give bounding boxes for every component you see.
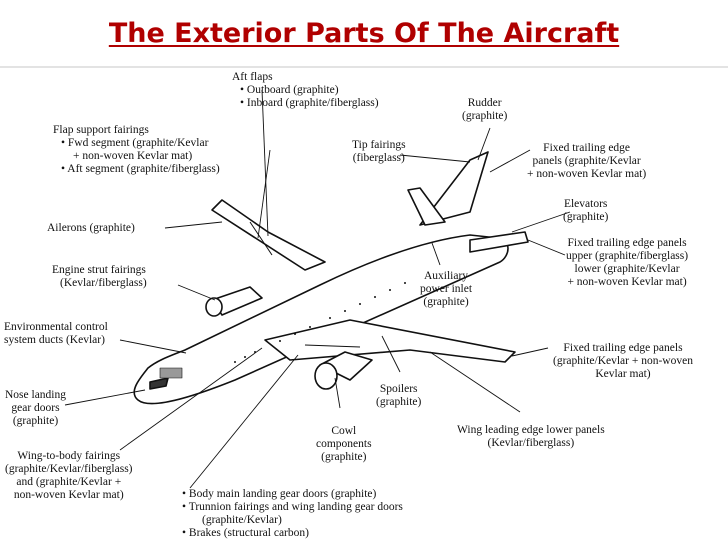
label-fixed-trailing-edge-top: Fixed trailing edge panels (graphite/Kev…: [527, 142, 647, 180]
label-landing-gear-list: • Body main landing gear doors (graphite…: [182, 488, 403, 539]
label-spoilers: Spoilers (graphite): [376, 383, 422, 408]
lower-engine: [319, 351, 373, 381]
label-fixed-trailing-edge-low: Fixed trailing edge panels (graphite/Kev…: [553, 342, 693, 380]
vertical-tail: [419, 151, 489, 226]
upper-stabilizer: [407, 187, 446, 226]
label-flap-support-fairings: Flap support fairings • Fwd segment (gra…: [53, 124, 220, 175]
upper-wing: [211, 199, 326, 271]
label-wing-leading-edge: Wing leading edge lower panels (Kevlar/f…: [457, 424, 605, 449]
lower-stabilizer: [469, 231, 529, 253]
label-cowl-components: Cowl components (graphite): [316, 425, 372, 463]
label-fixed-trailing-edge-mid: Fixed trailing edge panels upper (graphi…: [566, 237, 689, 288]
label-ailerons: Ailerons (graphite): [47, 222, 135, 234]
label-engine-strut-fairings: Engine strut fairings (Kevlar/fiberglass…: [52, 264, 147, 289]
title-divider: [0, 66, 728, 68]
label-environmental-control: Environmental control system ducts (Kevl…: [4, 321, 108, 346]
label-wing-to-body-fairings: Wing-to-body fairings (graphite/Kevlar/f…: [5, 450, 133, 501]
page-title: The Exterior Parts Of The Aircraft: [108, 18, 620, 49]
label-nose-landing-gear-doors: Nose landing gear doors (graphite): [5, 389, 67, 427]
label-tip-fairings: Tip fairings (fiberglass): [352, 139, 406, 164]
label-elevators: Elevators (graphite): [563, 198, 609, 223]
label-rudder: Rudder (graphite): [462, 97, 508, 122]
lower-wing: [264, 319, 516, 363]
label-auxiliary-power-inlet: Auxiliary power inlet (graphite): [420, 270, 473, 308]
cockpit-window: [149, 377, 169, 390]
label-aft-flaps: Aft flaps • Outboard (graphite) • Inboar…: [232, 71, 379, 109]
